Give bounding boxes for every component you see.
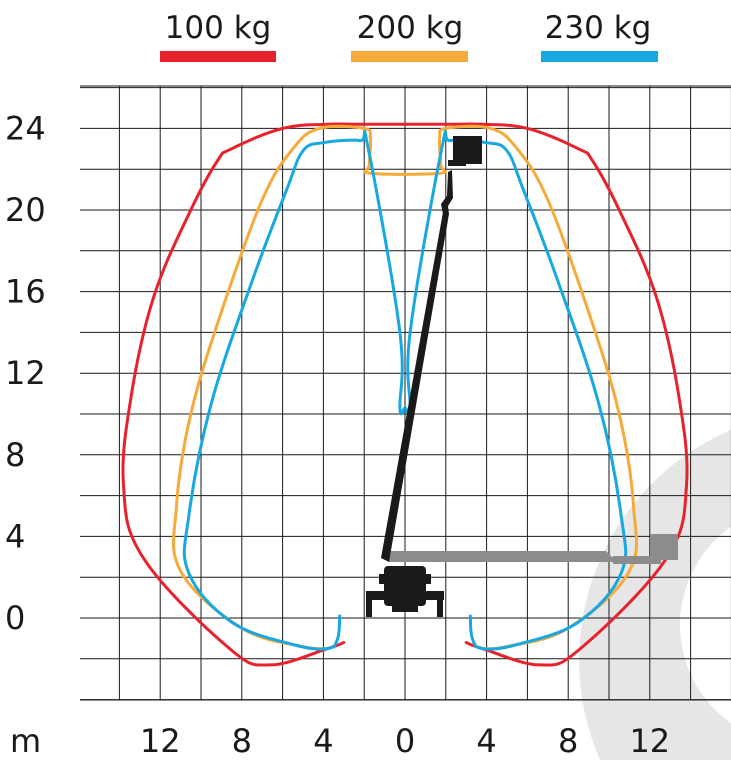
legend-item-200kg: 200 kg	[351, 10, 468, 62]
legend-label-100kg: 100 kg	[165, 10, 272, 46]
envelope-200kg	[171, 124, 639, 651]
x-tick-label: 8	[558, 722, 578, 760]
platform-machine-illustration	[366, 136, 678, 617]
y-axis-tick-labels: 0 4 8 12 16 20 24	[5, 109, 46, 637]
legend-label-200kg: 200 kg	[357, 10, 464, 46]
legend-swatch-230kg	[541, 51, 658, 62]
envelope-230kg	[182, 130, 628, 651]
x-tick-label: 12	[140, 722, 181, 760]
y-tick-label: 24	[5, 109, 46, 147]
y-tick-label: 8	[5, 436, 25, 474]
x-tick-label: 4	[313, 722, 333, 760]
legend-item-230kg: 230 kg	[541, 10, 658, 62]
y-tick-label: 20	[5, 191, 46, 229]
y-tick-label: 12	[5, 354, 46, 392]
y-tick-label: 0	[5, 599, 25, 637]
x-tick-label: 12	[629, 722, 670, 760]
legend-item-100kg: 100 kg	[160, 10, 276, 62]
legend-label-230kg: 230 kg	[545, 10, 652, 46]
x-tick-label: 8	[232, 722, 252, 760]
y-tick-label: 4	[5, 517, 25, 555]
y-tick-label: 16	[5, 273, 46, 311]
x-axis-unit-label: m	[10, 722, 41, 760]
x-tick-label: 0	[395, 722, 415, 760]
horizontal-boom	[388, 534, 678, 564]
envelope-100kg	[121, 122, 689, 667]
machine-base	[366, 566, 444, 617]
vertical-boom	[381, 136, 482, 562]
x-tick-label: 4	[476, 722, 496, 760]
x-axis-tick-labels: 12 8 4 0 4 8 12	[140, 722, 670, 760]
legend-swatch-200kg	[351, 51, 468, 62]
load-envelopes	[121, 122, 689, 667]
legend-swatch-100kg	[160, 51, 276, 62]
legend: 100 kg 200 kg 230 kg	[160, 10, 658, 62]
watermark-arc	[579, 430, 731, 760]
